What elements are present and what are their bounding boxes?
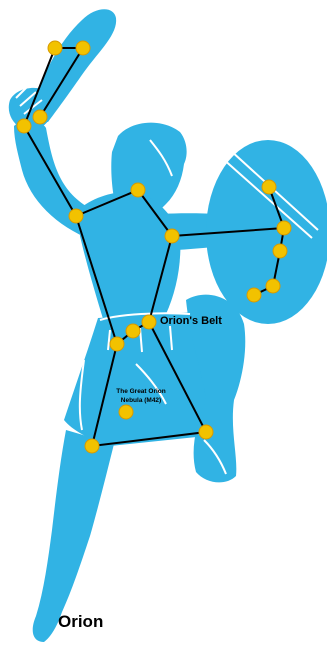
standing-leg-shape (33, 430, 114, 642)
star-dot-icon (110, 337, 124, 351)
star-dot-icon (119, 405, 133, 419)
star-dot-icon (69, 209, 83, 223)
torso-shape (78, 192, 180, 322)
nebula-label: The Great Orion Nebula (M42) (108, 387, 174, 405)
star-dot-icon (165, 229, 179, 243)
star-dot-icon (131, 183, 145, 197)
star-dot-icon (142, 315, 156, 329)
star-dot-icon (247, 288, 261, 302)
star-dot-icon (199, 425, 213, 439)
star-dot-icon (277, 221, 291, 235)
star-dot-icon (76, 41, 90, 55)
star-dot-icon (17, 119, 31, 133)
star-dot-icon (48, 41, 62, 55)
star-dot-icon (266, 279, 280, 293)
belt-label: Orion's Belt (160, 315, 222, 327)
constellation-title: Orion (58, 612, 103, 632)
star-dot-icon (262, 180, 276, 194)
star-dot-icon (273, 244, 287, 258)
star-dot-icon (85, 439, 99, 453)
star-dot-icon (126, 324, 140, 338)
star-dot-icon (33, 110, 47, 124)
